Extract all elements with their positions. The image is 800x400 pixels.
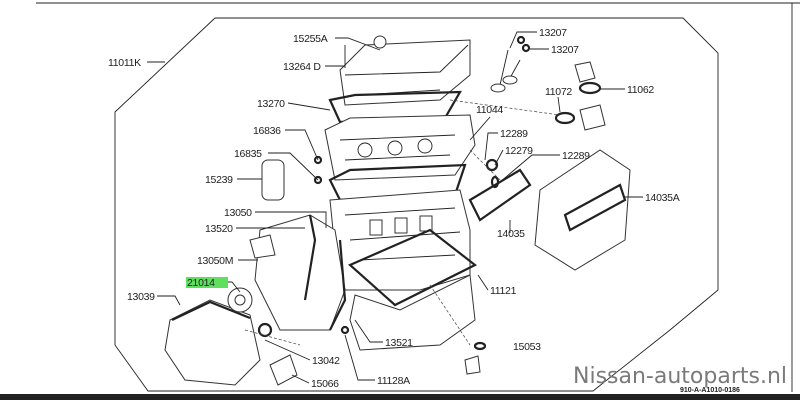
label-11011K[interactable]: 11011K — [108, 57, 141, 69]
figure-code: 910-A-A1010-0186 — [680, 387, 740, 394]
label-13207[interactable]: 13207 — [551, 44, 579, 56]
exhaust-manifold-gasket — [563, 183, 627, 232]
cam-seal — [485, 158, 499, 172]
timing-cover — [164, 299, 261, 386]
label-11121[interactable]: 11121 — [490, 285, 517, 297]
label-13050M[interactable]: 13050M — [197, 255, 233, 267]
label-11072[interactable]: 11072 — [545, 86, 573, 98]
label-12289[interactable]: 12289 — [562, 150, 590, 162]
o-ring — [340, 325, 350, 335]
cylinder-head — [324, 114, 476, 181]
label-15255A[interactable]: 15255A — [293, 33, 328, 45]
drain-plug — [473, 341, 487, 351]
label-15239[interactable]: 15239 — [205, 174, 233, 186]
label-11044[interactable]: 11044 — [476, 104, 504, 116]
oil-pan-gasket — [347, 228, 478, 307]
drain-bracket — [464, 355, 481, 375]
watermark: Nissan-autoparts.nl — [573, 364, 787, 389]
rocker-cover-gasket — [328, 90, 462, 124]
kit-outline — [114, 17, 719, 392]
label-14035A[interactable]: 14035A — [645, 192, 680, 204]
leader-lines — [147, 31, 643, 384]
label-13520[interactable]: 13520 — [205, 223, 233, 235]
timing-cover-gasket — [171, 300, 251, 321]
highlight-21014 — [186, 277, 228, 288]
cylinder-block — [329, 189, 471, 291]
label-15053[interactable]: 15053 — [513, 341, 541, 353]
label-13050[interactable]: 13050 — [224, 207, 252, 219]
label-12289[interactable]: 12289 — [500, 128, 528, 140]
manifold-gasket — [468, 168, 532, 222]
label-13270[interactable]: 13270 — [257, 98, 285, 110]
label-11128A[interactable]: 11128A — [377, 375, 410, 387]
front-cover — [254, 214, 346, 331]
exhaust-manifold — [534, 149, 631, 271]
head-gasket — [328, 163, 467, 202]
oil-filter — [261, 159, 285, 201]
label-15066[interactable]: 15066 — [311, 378, 339, 390]
front-cover-gasket — [303, 214, 347, 331]
sensor — [269, 354, 298, 386]
label-13207[interactable]: 13207 — [539, 27, 567, 39]
label-12279[interactable]: 12279 — [505, 145, 533, 157]
oil-pan — [349, 274, 476, 351]
rocker-cover — [339, 35, 471, 106]
valves — [490, 35, 531, 93]
label-13042[interactable]: 13042 — [312, 355, 340, 367]
front-oil-seal — [257, 322, 273, 338]
label-14035[interactable]: 14035 — [497, 228, 525, 240]
label-16836[interactable]: 16836 — [253, 125, 281, 137]
thermostat-housing — [554, 61, 606, 131]
bottom-bar — [0, 394, 800, 400]
label-13039[interactable]: 13039 — [127, 291, 155, 303]
label-13264D[interactable]: 13264 D — [283, 61, 322, 73]
label-11062[interactable]: 11062 — [627, 84, 655, 96]
water-inlet — [249, 234, 276, 259]
label-13521[interactable]: 13521 — [385, 337, 413, 349]
label-21014[interactable]: 21014 — [187, 277, 215, 289]
label-16835[interactable]: 16835 — [234, 148, 262, 160]
